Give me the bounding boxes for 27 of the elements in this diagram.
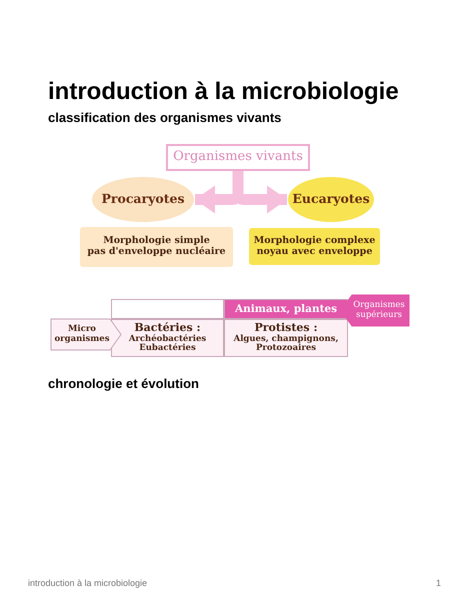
node-text: Morphologie simple [103, 236, 210, 246]
table-cell [111, 319, 224, 357]
section-heading: classification des organismes vivants [48, 110, 282, 125]
page-number: 1 [436, 578, 442, 588]
node-text: noyau avec enveloppe [256, 246, 372, 258]
table-cell [224, 319, 348, 357]
table-cell [224, 299, 348, 319]
table-cell [111, 299, 224, 319]
page-title: introduction à la microbiologie [48, 78, 399, 106]
chevron-label [50, 318, 122, 351]
description-box [80, 227, 233, 267]
node-text: Protistes : [254, 322, 318, 334]
section-heading: chronologie et évolution [48, 376, 199, 391]
node-text: Micro organismes [54, 324, 110, 344]
description-box [249, 228, 380, 265]
node-text: Bactéries : [134, 322, 201, 334]
node-text: Morphologie complexe [254, 236, 376, 246]
node-text: Algues, champignons, Protozoaires [232, 334, 340, 354]
category-box [166, 144, 310, 171]
node-text: Organismes supérieurs [352, 300, 406, 320]
node-text: Animaux, plantes [234, 302, 338, 316]
node-text: Eucaryotes [292, 192, 370, 207]
node-text: pas d'enveloppe nucléaire [87, 247, 226, 258]
footer-text: introduction à la microbiologie [28, 578, 148, 588]
node-text: Archéobactéries Eubactéries [128, 334, 208, 354]
node-text: Procaryotes [102, 192, 184, 207]
node-text: Organismes vivants [173, 150, 303, 165]
